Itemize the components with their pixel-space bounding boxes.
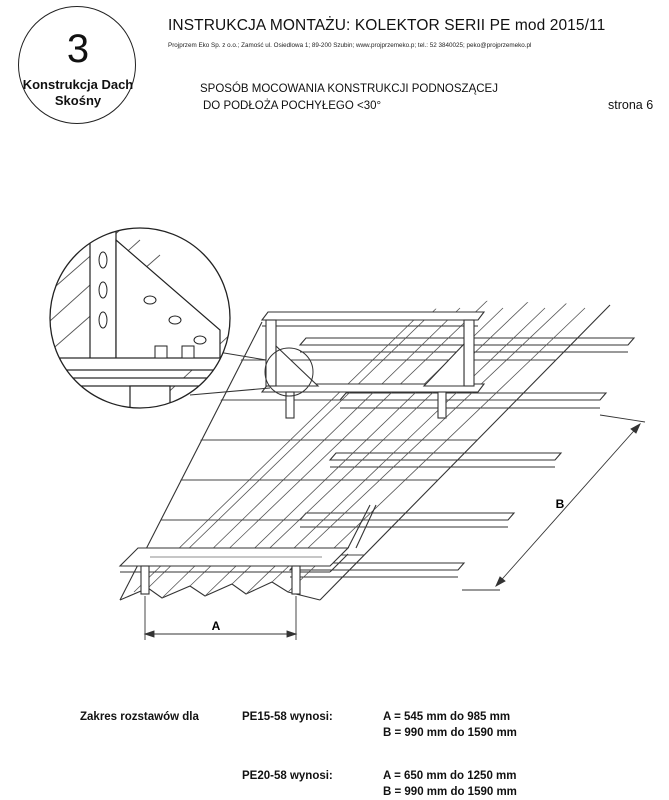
detail-source-circle [264, 347, 314, 397]
detail-zoom [50, 228, 230, 408]
model-pe15-label: PE15-58 wynosi: [242, 711, 333, 723]
upper-frame [260, 311, 486, 419]
model-pe20-range-a: A = 650 mm do 1250 mm [383, 770, 517, 782]
section-number: 3 [66, 27, 90, 71]
document-title: INSTRUKCJA MONTAŻU: KOLEKTOR SERII PE mo… [168, 17, 606, 34]
page-number: strona 6 [608, 98, 654, 112]
dimension-b [462, 414, 646, 591]
subtitle-line2: DO PODŁOŻA POCHYŁEGO <30° [203, 100, 382, 112]
subtitle-line1: SPOSÓB MOCOWANIA KONSTRUKCJI PODNOSZĄCEJ [200, 83, 498, 95]
model-pe20-range-b: B = 990 mm do 1590 mm [383, 786, 517, 798]
model-pe15-range-b: B = 990 mm do 1590 mm [383, 727, 517, 739]
section-label-line2: Skośny [54, 93, 102, 108]
section-label-line1: Konstrukcja Dach [22, 77, 134, 92]
mounting-drawing: A B [49, 227, 646, 640]
model-pe20-label: PE20-58 wynosi: [242, 770, 333, 782]
company-contact: Projprzem Eko Sp. z o.o.; Zamość ul. Osi… [168, 42, 532, 49]
lower-rail [118, 504, 377, 595]
dimension-a-label: A [212, 619, 221, 633]
dimension-a [143, 596, 298, 640]
dimension-b-label: B [556, 497, 565, 511]
section-badge: 3 Konstrukcja Dach Skośny [18, 6, 136, 124]
range-label: Zakres rozstawów dla [80, 711, 199, 723]
model-pe15-range-a: A = 545 mm do 985 mm [383, 711, 511, 723]
